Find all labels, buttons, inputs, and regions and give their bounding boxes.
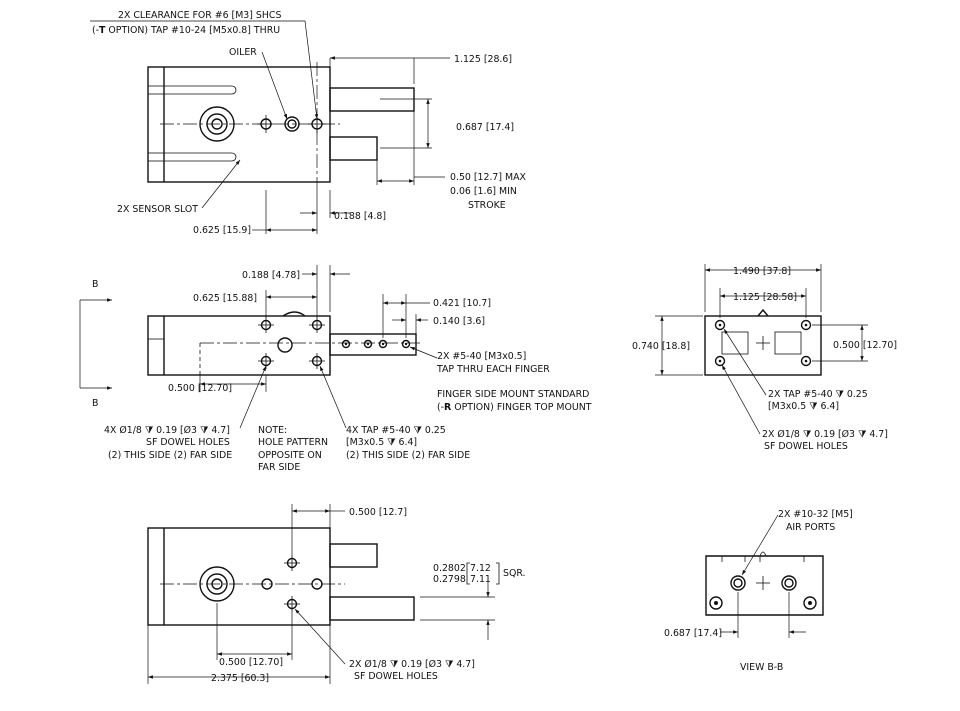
dim-0500-end: 0.500 [12.70] <box>833 340 897 351</box>
bottom-dowel-lower <box>284 596 300 612</box>
section-view: 2X #10-32 [M5] AIR PORTS 0.687 [17.4] VI… <box>664 509 853 673</box>
bottom-view-body <box>147 527 331 626</box>
sq-value-b: 0.2798 <box>433 574 466 585</box>
end-dowel-line1: 2X Ø1/8 ⧩ 0.19 [Ø3 ⧩ 4.7] <box>762 429 888 440</box>
sensor-slot-label: 2X SENSOR SLOT <box>117 204 198 215</box>
dim-1490-end: 1.490 [37.8] <box>733 266 791 277</box>
end-view-body <box>704 315 822 376</box>
tap4x-line3: (2) THIS SIDE (2) FAR SIDE <box>346 450 470 461</box>
bottom-view: 0.500 [12.7] 0.2802 0.2798 7.12 7.11 SQR… <box>147 504 526 684</box>
dim-0625-side: 0.625 [15.88] <box>193 293 257 304</box>
dim-0188-side: 0.188 [4.78] <box>242 270 300 281</box>
clearance-callout-line1: 2X CLEARANCE FOR #6 [M3] SHCS <box>118 10 281 21</box>
side-view: B B 0.188 [4.78] 0.625 [15.88] 0.421 [10… <box>79 265 592 473</box>
dim-0687-section: 0.687 [17.4] <box>664 628 722 639</box>
clearance-callout-line2: (-T OPTION) TAP #10-24 [M5x0.8] THRU <box>92 25 280 36</box>
end-slot-right <box>774 331 802 355</box>
dim-0500-side: 0.500 [12.70] <box>168 383 232 394</box>
section-letter-bottom: B <box>92 398 98 409</box>
end-dowel-hole-tr <box>800 319 812 331</box>
bottom-jaw-lower <box>329 596 415 621</box>
section-letter-top: B <box>92 279 98 290</box>
end-dowel-hole-bl <box>714 355 726 367</box>
stroke-max-label: 0.50 [12.7] MAX <box>450 172 527 183</box>
stroke-label: STROKE <box>468 200 506 211</box>
dim-0500-bottom-top: 0.500 [12.7] <box>349 507 407 518</box>
end-view: 1.490 [37.8] 1.125 [28.58] 0.740 [18.8] … <box>632 264 897 452</box>
top-view-body <box>147 66 331 183</box>
oiler-boss <box>282 311 306 317</box>
sq-unit: SQR. <box>503 568 526 579</box>
bottom-dowel-upper <box>284 555 300 571</box>
dowel-side-line3: (2) THIS SIDE (2) FAR SIDE <box>108 450 232 461</box>
end-tap-hole-tl <box>714 319 726 331</box>
dim-0500-bottom: 0.500 [12.70] <box>219 657 283 668</box>
end-tap-line2: [M3x0.5 ⧩ 6.4] <box>768 401 839 412</box>
mount-line2: (-R OPTION) FINGER TOP MOUNT <box>437 402 592 413</box>
air-port-right <box>781 575 797 591</box>
dim-0740-end: 0.740 [18.8] <box>632 341 690 352</box>
finger-side <box>329 333 417 356</box>
end-slot-left <box>721 331 749 355</box>
section-hole-br <box>803 596 817 610</box>
dowel-side-line1: 4X Ø1/8 ⧩ 0.19 [Ø3 ⧩ 4.7] <box>104 425 230 436</box>
finger-hole-4 <box>401 339 411 349</box>
dim-0687-top: 0.687 [17.4] <box>456 122 514 133</box>
end-dowel-line2: SF DOWEL HOLES <box>764 441 848 452</box>
air-port-left <box>730 575 746 591</box>
section-title: VIEW B-B <box>740 662 783 673</box>
dim-2375-bottom: 2.375 [60.3] <box>211 673 269 684</box>
note-line2: HOLE PATTERN <box>258 437 328 448</box>
bottom-dowel-line1: 2X Ø1/8 ⧩ 0.19 [Ø3 ⧩ 4.7] <box>349 659 475 670</box>
tap-hole-tr <box>309 317 325 333</box>
side-view-body <box>147 315 331 376</box>
dim-0421-side: 0.421 [10.7] <box>433 298 491 309</box>
dim-0140-side: 0.140 [3.6] <box>433 316 485 327</box>
sensor-slot-lower <box>164 152 237 162</box>
note-line4: FAR SIDE <box>258 462 300 473</box>
air-ports-line2: AIR PORTS <box>786 522 835 533</box>
finger-tap-line1: 2X #5-40 [M3x0.5] <box>437 351 526 362</box>
dim-1125-end: 1.125 [28.58] <box>733 292 797 303</box>
sq-value-c: 7.12 <box>470 563 491 574</box>
sq-value-d: 7.11 <box>470 574 491 585</box>
tap4x-line1: 4X TAP #5-40 ⧩ 0.25 <box>346 425 446 436</box>
dowel-side-line2: SF DOWEL HOLES <box>146 437 230 448</box>
bottom-jaw-upper <box>329 543 378 568</box>
dim-1125-top: 1.125 [28.6] <box>454 54 512 65</box>
jaw-lower <box>329 136 378 161</box>
section-hole-bl <box>709 596 723 610</box>
sensor-slot-upper <box>164 85 237 95</box>
top-view: 2X CLEARANCE FOR #6 [M3] SHCS (-T OPTION… <box>90 10 527 236</box>
tap4x-line2: [M3x0.5 ⧩ 6.4] <box>346 437 417 448</box>
dim-0188-top: 0.188 [4.8] <box>334 211 386 222</box>
finger-hole-1 <box>341 339 351 349</box>
section-view-body <box>705 555 824 616</box>
tap-hole-br <box>309 353 325 369</box>
dim-0625-top: 0.625 [15.9] <box>193 225 251 236</box>
mount-line1: FINGER SIDE MOUNT STANDARD <box>437 389 589 400</box>
bottom-dowel-line2: SF DOWEL HOLES <box>354 671 438 682</box>
end-tap-hole-br <box>800 355 812 367</box>
finger-hole-3 <box>378 339 388 349</box>
note-line1: NOTE: <box>258 425 287 436</box>
stroke-min-label: 0.06 [1.6] MIN <box>450 186 517 197</box>
finger-hole-2 <box>363 339 373 349</box>
oiler-label: OILER <box>229 47 257 58</box>
air-ports-line1: 2X #10-32 [M5] <box>778 509 853 520</box>
dowel-hole-tl <box>258 317 274 333</box>
sq-value-a: 0.2802 <box>433 563 466 574</box>
section-marker: B B <box>79 279 112 409</box>
note-line3: OPPOSITE ON <box>258 450 322 461</box>
finger-tap-line2: TAP THRU EACH FINGER <box>436 364 550 375</box>
end-tap-line1: 2X TAP #5-40 ⧩ 0.25 <box>768 389 868 400</box>
side-port-circle <box>277 337 293 353</box>
end-oiler-nub <box>757 308 769 317</box>
jaw-upper <box>329 87 415 112</box>
